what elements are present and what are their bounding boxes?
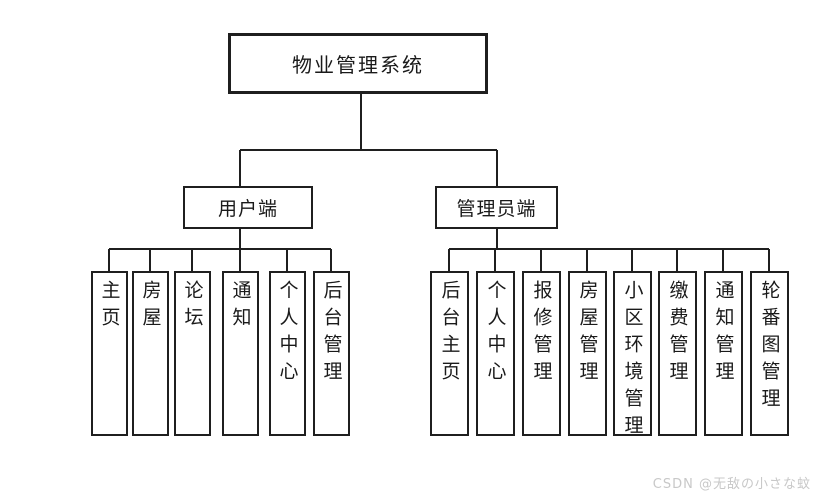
node-child: 通知 [221, 271, 259, 436]
child-node-label: 个人中心 [484, 280, 507, 388]
node-child: 通知管理 [703, 271, 743, 436]
child-node-label: 房屋 [139, 280, 162, 334]
child-node-label: 房屋管理 [576, 280, 599, 388]
node-branch-user: 用户端 [183, 186, 313, 229]
node-child: 个人中心 [268, 271, 306, 436]
watermark: CSDN @无敌の小さな蚊 [652, 477, 811, 492]
child-node-label: 轮番图管理 [758, 280, 781, 415]
child-node-label: 个人中心 [276, 280, 299, 388]
node-child: 房屋 [131, 271, 169, 436]
child-node-label: 论坛 [181, 280, 204, 334]
node-root-system: 物业管理系统 [228, 33, 488, 94]
child-node-label: 小区环境管理 [621, 280, 644, 442]
node-branch-admin: 管理员端 [435, 186, 558, 229]
child-node-label: 主页 [98, 280, 121, 334]
node-child: 个人中心 [475, 271, 515, 436]
node-child: 主页 [90, 271, 128, 436]
node-child: 报修管理 [521, 271, 561, 436]
node-child: 房屋管理 [567, 271, 607, 436]
node-child: 小区环境管理 [612, 271, 652, 442]
child-node-label: 通知管理 [712, 280, 735, 388]
child-node-label: 报修管理 [530, 280, 553, 388]
child-node-label: 缴费管理 [666, 280, 689, 388]
node-child: 论坛 [173, 271, 211, 436]
node-child: 后台管理 [312, 271, 350, 436]
node-child: 轮番图管理 [749, 271, 789, 436]
node-child: 后台主页 [429, 271, 469, 436]
child-node-label: 通知 [229, 280, 252, 334]
child-node-label: 后台管理 [320, 280, 343, 388]
child-node-label: 后台主页 [438, 280, 461, 388]
node-child: 缴费管理 [657, 271, 697, 436]
